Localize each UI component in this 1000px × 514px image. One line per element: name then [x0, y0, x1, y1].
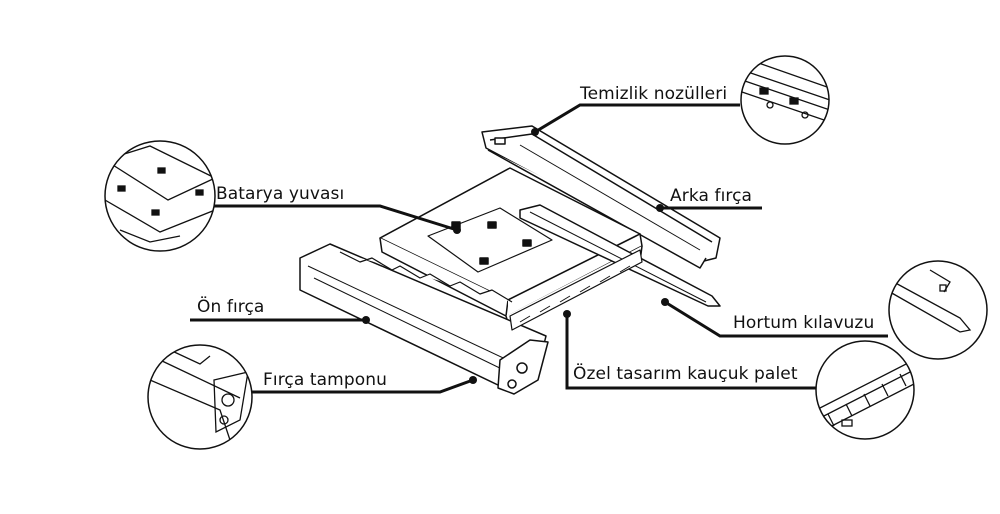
label-hose-guide: Hortum kılavuzu — [733, 313, 875, 333]
detail-circle-track — [815, 340, 915, 440]
leader-cleaning-nozzles — [534, 103, 740, 134]
robot-body — [299, 125, 721, 395]
leader-battery-slot — [214, 204, 458, 232]
label-cleaning-nozzles: Temizlik nozülleri — [580, 84, 728, 104]
leader-hose-guide — [664, 300, 888, 338]
leader-brush-bumper — [250, 378, 474, 394]
label-brush-bumper: Fırça tamponu — [263, 370, 387, 390]
leader-rubber-track — [565, 314, 816, 390]
leader-dots — [362, 128, 669, 384]
label-rear-brush: Arka fırça — [670, 186, 753, 206]
label-rubber-track: Özel tasarım kauçuk palet — [573, 364, 798, 384]
detail-circle-nozzles — [740, 55, 830, 145]
detail-circle-battery — [104, 140, 216, 252]
detail-circle-bumper — [147, 344, 253, 450]
label-front-brush: Ön fırça — [197, 297, 265, 317]
detail-circle-hose-guide — [888, 260, 988, 360]
label-battery-slot: Batarya yuvası — [216, 184, 345, 204]
leader-lines — [190, 103, 888, 394]
